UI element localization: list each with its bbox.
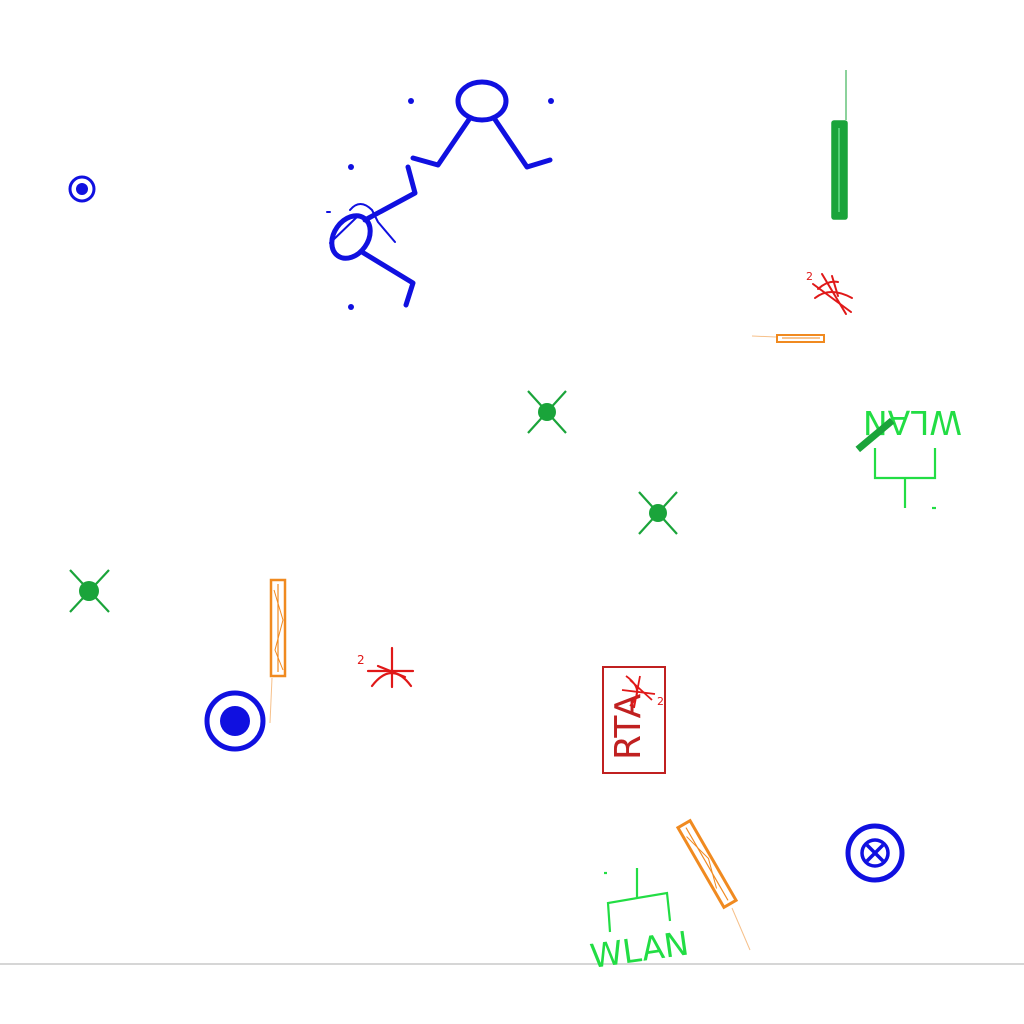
antenna-superscript: 2	[806, 270, 813, 283]
window-icon	[675, 818, 739, 910]
window-2	[751, 334, 825, 343]
wlan-top: WLAN	[855, 403, 962, 510]
window-4	[675, 818, 739, 910]
wlan-bottom-label: WLAN	[588, 924, 692, 976]
socket-dot-icon	[204, 690, 266, 752]
antenna-1: 2	[806, 270, 853, 315]
window-icon	[776, 334, 825, 343]
ceiling-light-1	[527, 390, 567, 434]
window-1	[831, 70, 848, 220]
stick-figure-large-dots	[348, 98, 554, 310]
rta-label: RTA	[608, 693, 649, 760]
lamp-cross	[845, 823, 905, 883]
ceiling-light-2	[638, 491, 678, 535]
circle-x-icon	[845, 823, 905, 883]
rta-icon	[602, 666, 666, 774]
rta-superscript: 2	[657, 695, 664, 708]
stick-figure-large	[410, 79, 553, 170]
antenna-2: 2	[357, 646, 415, 689]
socket-large	[204, 690, 266, 752]
window-3	[269, 578, 287, 724]
antenna-superscript: 2	[357, 653, 365, 667]
stick-figure-small	[326, 164, 418, 308]
person-icon	[455, 79, 509, 123]
light-x-icon	[649, 504, 667, 522]
window-4-swing	[731, 907, 751, 951]
light-x-icon	[79, 581, 99, 601]
socket-dot-icon	[68, 175, 96, 203]
window-icon	[269, 578, 287, 678]
ceiling-light-3	[69, 569, 110, 613]
rta-box: RTA 2	[602, 666, 666, 774]
socket-small	[68, 175, 96, 203]
wlan-bottom: WLAN	[588, 868, 692, 976]
light-x-icon	[538, 403, 556, 421]
